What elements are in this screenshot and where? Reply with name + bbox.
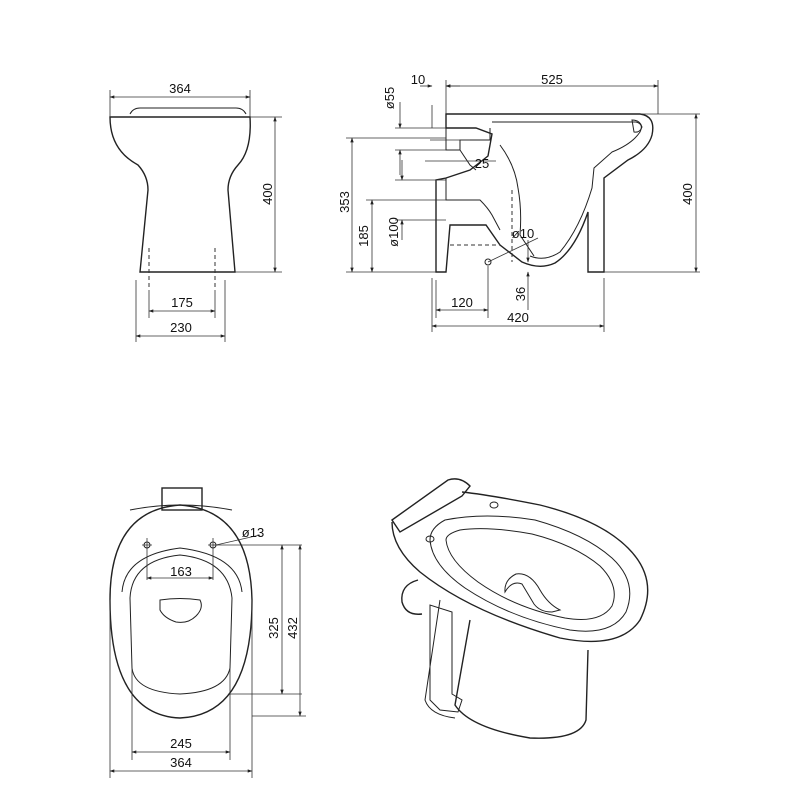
side-dim-36-label: 36	[513, 287, 528, 301]
side-dim-185-label: 185	[356, 225, 371, 247]
side-dim-420-label: 420	[507, 310, 529, 325]
top-dim-245-label: 245	[170, 736, 192, 751]
top-view-spigot	[161, 487, 203, 511]
top-dim-o13-label: ø13	[242, 525, 264, 540]
top-view-outer-outline	[109, 504, 253, 719]
top-dim-325-label: 325	[266, 617, 281, 639]
front-view: 364 400 175 230	[109, 81, 282, 342]
side-dim-353-label: 353	[337, 191, 352, 213]
perspective-spigot	[401, 579, 423, 615]
front-dim-230-label: 230	[170, 320, 192, 335]
top-view: ø13 163 325 432 245 364	[109, 487, 306, 778]
front-dim-175-label: 175	[171, 295, 193, 310]
side-dim-525-label: 525	[541, 72, 563, 87]
side-dim-10-label: 10	[411, 72, 425, 87]
side-view-inner-bowl	[492, 121, 642, 259]
side-dim-25-label: 25	[475, 156, 489, 171]
front-dim-400-label: 400	[260, 183, 275, 205]
perspective-inner-rim	[429, 515, 631, 632]
perspective-view	[391, 478, 649, 739]
side-view-outer-outline	[435, 113, 654, 273]
perspective-trap-opening	[504, 573, 562, 613]
side-view-fixing-hole	[484, 258, 492, 266]
perspective-rim-plate	[391, 478, 471, 533]
side-dim-400-label: 400	[680, 183, 695, 205]
side-dim-o100-label: ø100	[386, 217, 401, 247]
top-dim-364-label: 364	[170, 755, 192, 770]
perspective-outer-rim	[391, 491, 649, 643]
front-view-rim	[129, 107, 247, 115]
side-view: 10 525 ø55 25 353 185 ø100 ø10 120	[337, 72, 700, 332]
side-dim-o10-label: ø10	[512, 226, 534, 241]
side-dim-120-label: 120	[451, 295, 473, 310]
top-dim-432-label: 432	[285, 617, 300, 639]
top-dim-163-label: 163	[170, 564, 192, 579]
perspective-bowl-interior	[445, 528, 615, 620]
perspective-seat-hole-right	[489, 501, 499, 509]
top-view-flush-hole	[159, 598, 202, 623]
front-view-bowl-outline	[109, 116, 251, 273]
front-dim-364-label: 364	[169, 81, 191, 96]
perspective-seat-hole-left	[425, 535, 435, 543]
side-dim-o55-label: ø55	[382, 87, 397, 109]
perspective-pedestal	[454, 619, 589, 739]
